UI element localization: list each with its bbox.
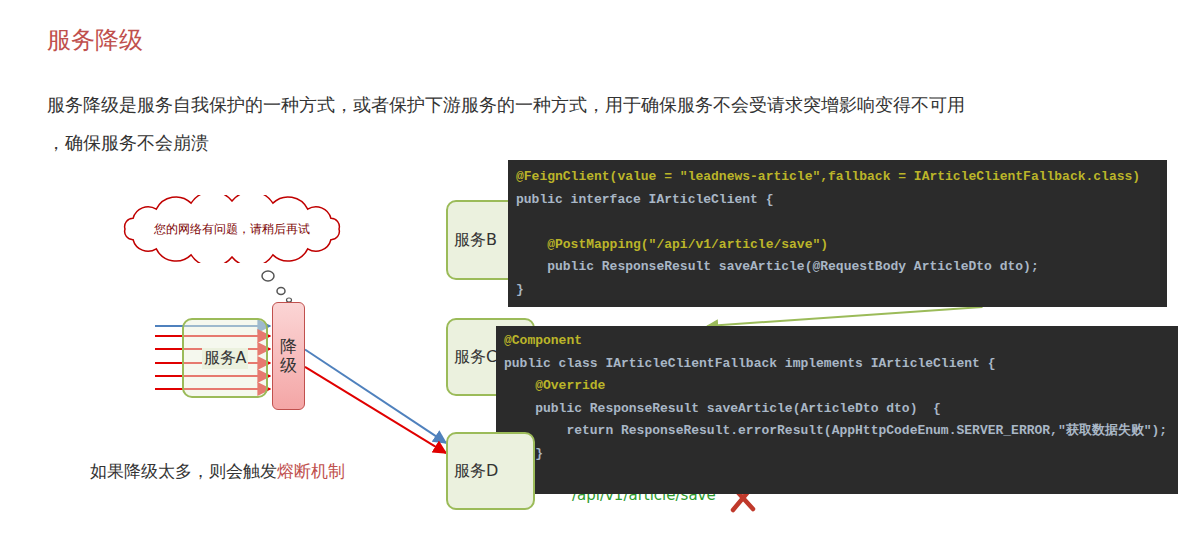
node-label: 降级 — [280, 337, 297, 374]
code-line: @Component — [504, 330, 1170, 353]
code-line: @Override — [504, 375, 1170, 398]
note-highlight: 熔断机制 — [277, 460, 345, 483]
code-line: public ResponseResult saveArticle(@Reque… — [516, 256, 1159, 279]
service-box: 服务A — [182, 318, 268, 398]
code-line: public ResponseResult saveArticle(Articl… — [504, 398, 1170, 421]
fallback-box: 降级 — [272, 302, 305, 410]
paragraph-line: 服务降级是服务自我保护的一种方式，或者保护下游服务的一种方式，用于确保服务不会受… — [47, 93, 965, 117]
connector-arrow — [305, 367, 446, 453]
node-label: 服务C — [454, 347, 497, 368]
code-line: } — [516, 279, 1159, 302]
code-line: return ResponseResult.errorResult(AppHtt… — [504, 420, 1170, 443]
note-text: 如果降级太多，则会触发 — [90, 460, 277, 483]
node-label: 服务B — [454, 230, 497, 251]
node-label: 服务A — [202, 348, 249, 369]
connector-arrow — [707, 307, 982, 326]
node-label: 您的网络有问题，请稍后再试 — [154, 221, 310, 238]
service-box: 服务D — [446, 432, 535, 510]
thought-bubble — [277, 288, 285, 295]
connector-arrow — [305, 350, 446, 443]
code-line: } — [504, 443, 1170, 466]
title: 服务降级 — [47, 24, 143, 56]
code-panel: @Componentpublic class IArticleClientFal… — [496, 326, 1178, 494]
code-line: public class IArticleClientFallback impl… — [504, 353, 1170, 376]
node-label: 服务D — [454, 461, 498, 482]
thought-bubble — [262, 271, 274, 281]
code-line: @PostMapping("/api/v1/article/save") — [516, 234, 1159, 257]
code-line: public interface IArticleClient { — [516, 189, 1159, 212]
speech-cloud: 您的网络有问题，请稍后再试 — [118, 195, 346, 263]
code-line: } — [504, 465, 1170, 488]
code-panel: @FeignClient(value = "leadnews-article",… — [508, 160, 1167, 307]
paragraph-line: ，确保服务不会崩溃 — [47, 131, 209, 155]
code-line: @FeignClient(value = "leadnews-article",… — [516, 166, 1159, 189]
